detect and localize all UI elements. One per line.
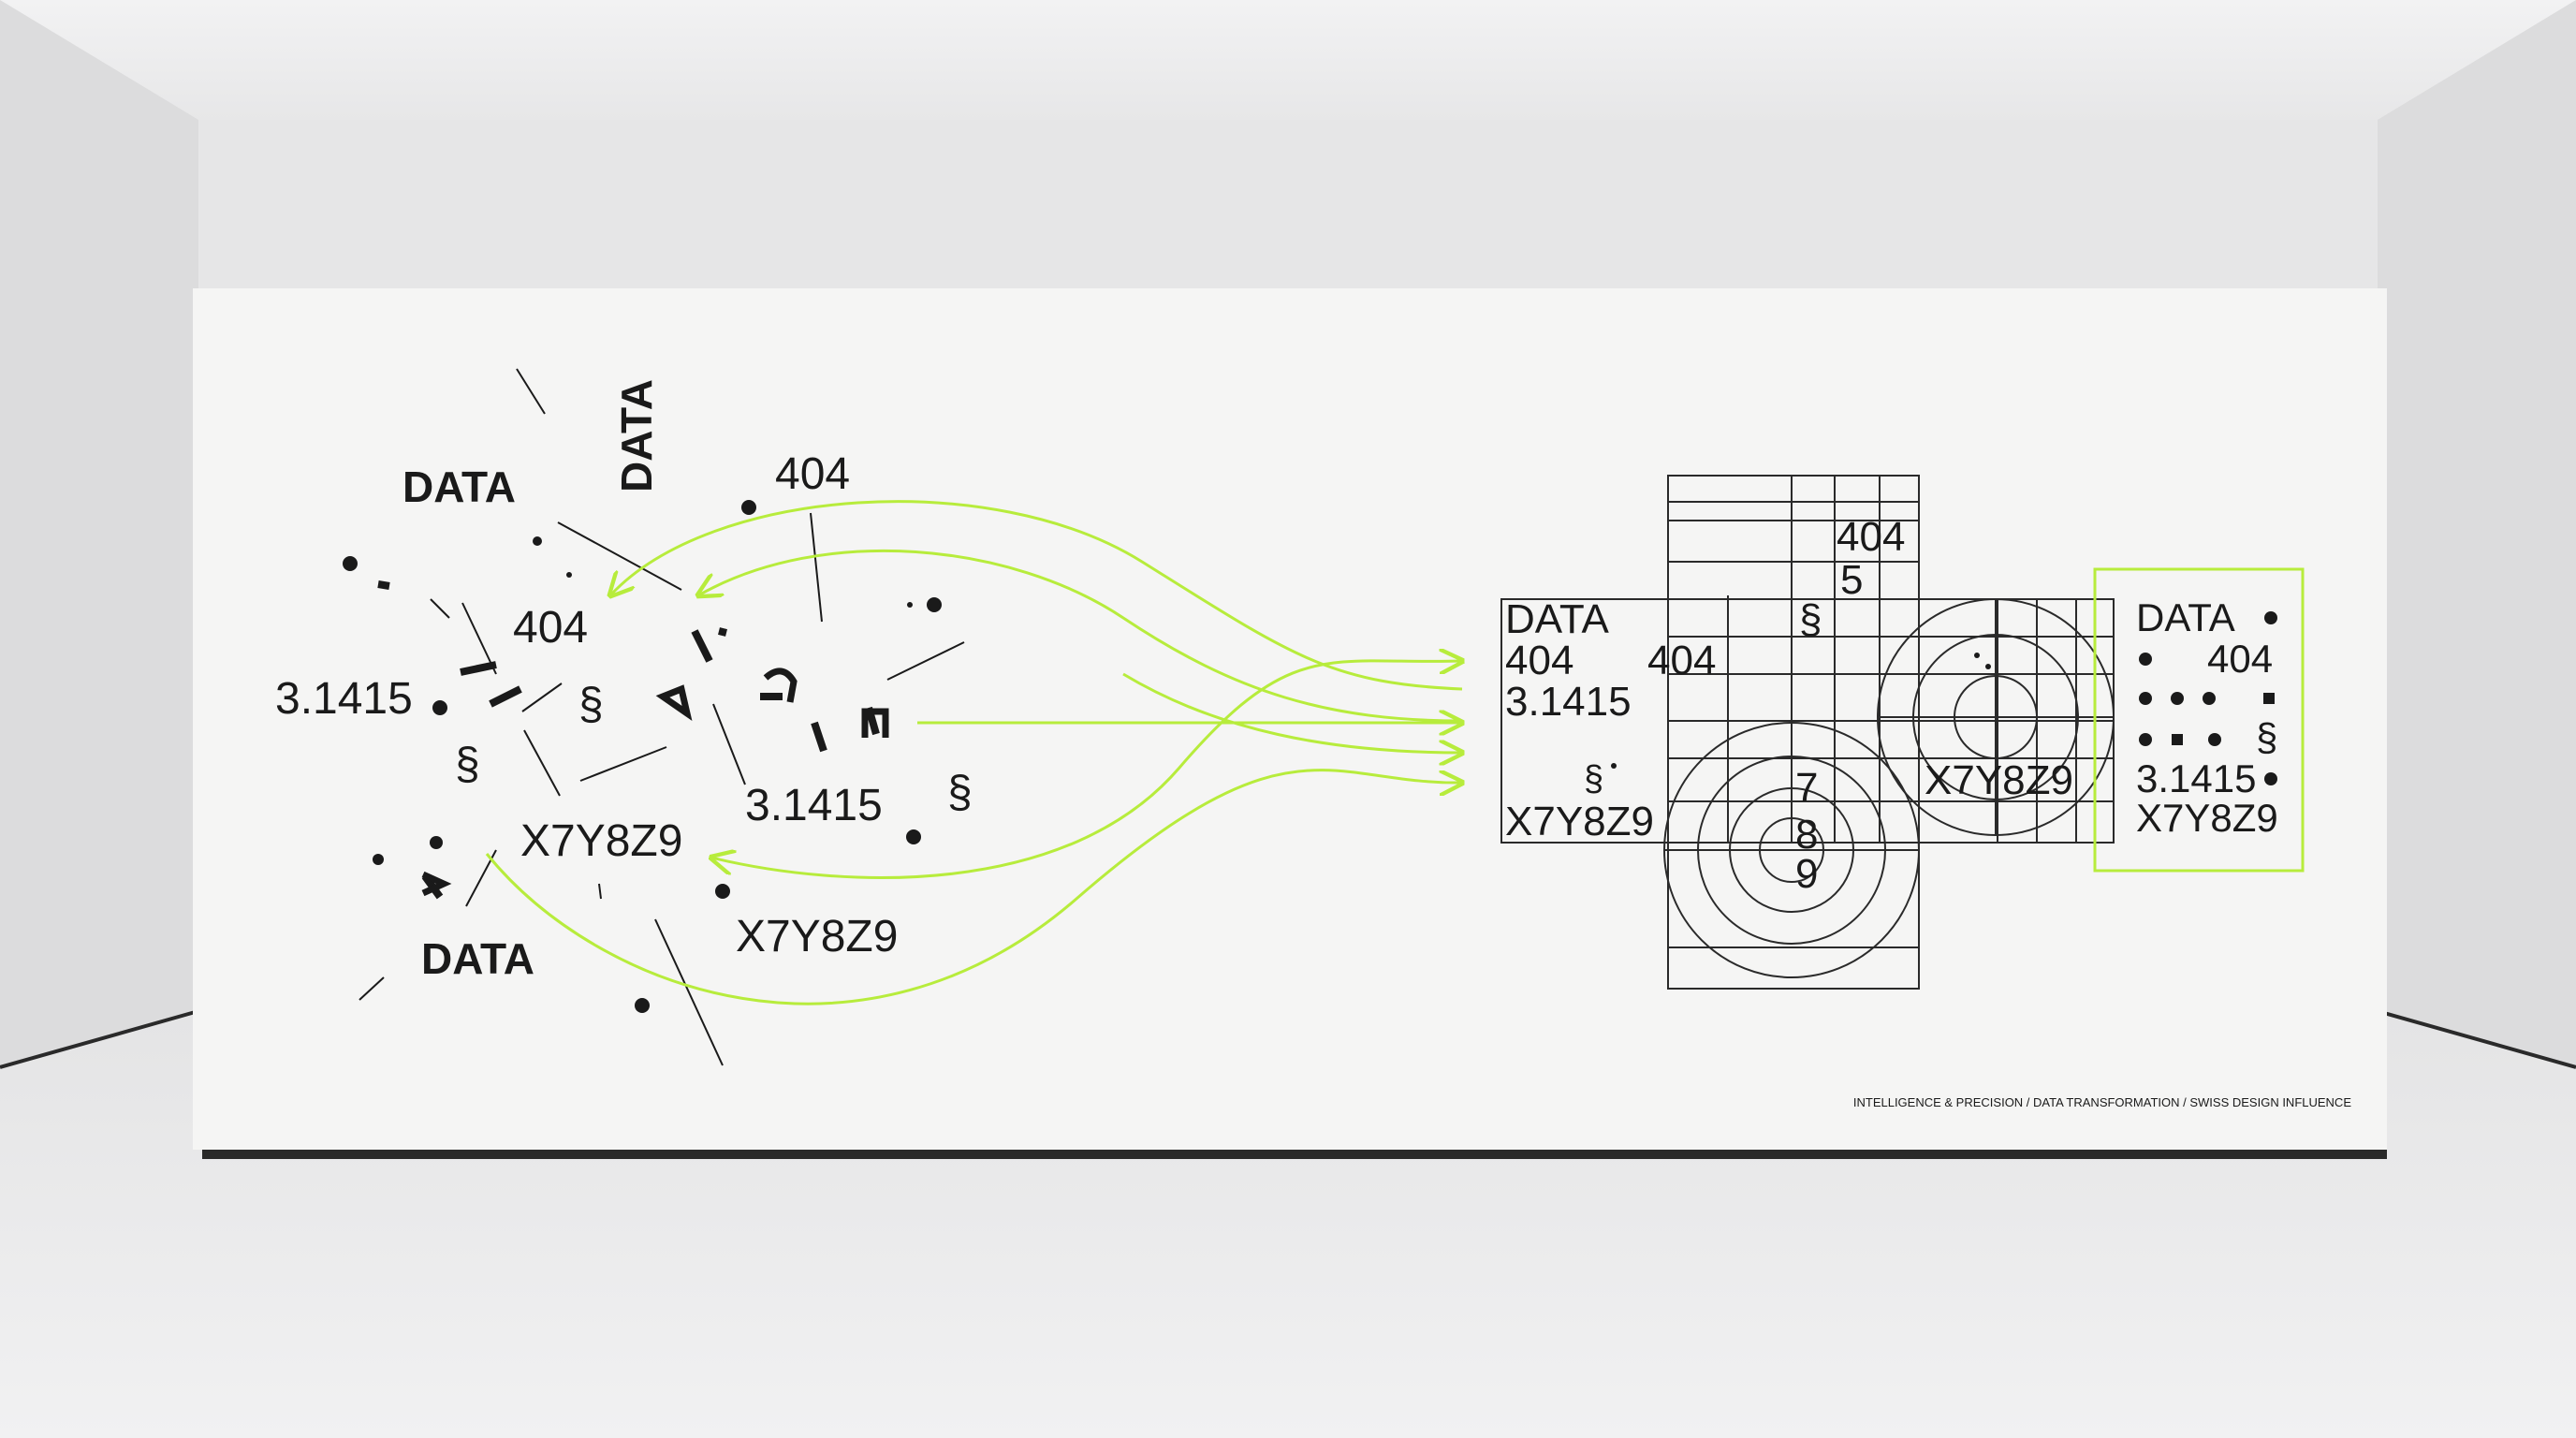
output-data-label: DATA [2136, 595, 2235, 639]
scatter-dot [907, 602, 913, 608]
output-code-label: X7Y8Z9 [2136, 796, 2278, 840]
output-dot [2203, 692, 2216, 705]
scatter-line [521, 682, 563, 712]
scatter-dot [432, 700, 447, 715]
flow-curve-to-grid [485, 769, 1462, 1005]
concentric-target-lower [1663, 722, 1920, 978]
scatter-glyph [655, 684, 693, 722]
grid-section-small: § [1584, 759, 1603, 799]
output-404-label: 404 [2207, 637, 2273, 681]
output-dot [2139, 692, 2152, 705]
grid-pi-label: 3.1415 [1505, 679, 1632, 725]
panel-base-shadow [202, 1150, 2387, 1159]
output-dot [2264, 772, 2277, 785]
output-square [2263, 693, 2275, 704]
grid-mark [1974, 653, 1980, 658]
output-panel: DATA 404 § 3.1415 X7Y8Z9 [2093, 567, 2305, 873]
output-dot [2139, 733, 2152, 746]
scatter-pi-label: 3.1415 [745, 781, 883, 830]
scatter-bar [377, 580, 390, 590]
grid-data-label: DATA [1505, 596, 1609, 642]
grid-small-marks [1611, 653, 1991, 769]
scatter-404-label: 404 [775, 449, 850, 499]
grid-404-b: 404 [1647, 638, 1716, 683]
scatter-dot [373, 854, 384, 865]
scatter-line [579, 746, 667, 782]
grid-mark [1985, 664, 1991, 669]
scatter-dot [927, 597, 942, 612]
scatter-bar [489, 685, 522, 708]
scatter-code-label: X7Y8Z9 [520, 816, 682, 866]
scatter-section-sign: § [455, 740, 480, 789]
scatter-404-label: 404 [513, 603, 588, 653]
scatter-bar [460, 661, 497, 676]
flow-curve-to-grid [711, 661, 1462, 879]
scatter-dot [566, 572, 572, 578]
scatter-line [430, 598, 450, 619]
scatter-line [810, 512, 823, 623]
panel-face [193, 288, 2387, 1150]
grid-code-right: X7Y8Z9 [1925, 757, 2073, 803]
scatter-section-sign: § [947, 768, 973, 817]
right-baseboard [2377, 1009, 2576, 1069]
grid-7: 7 [1795, 765, 1818, 811]
output-square [2172, 734, 2183, 745]
scatter-dot [715, 884, 730, 899]
scatter-data-label: DATA [421, 934, 534, 983]
left-wall [0, 0, 198, 1067]
grid-404-top: 404 [1837, 514, 1905, 560]
grid-section-sign: § [1799, 596, 1822, 642]
grid-code-label: X7Y8Z9 [1505, 799, 1654, 844]
scatter-dot [635, 998, 650, 1013]
scatter-section-sign: § [578, 680, 604, 729]
output-dot [2208, 733, 2221, 746]
ceiling [0, 0, 2576, 120]
output-panel-frame [2093, 567, 2305, 873]
grid-8: 8 [1795, 812, 1818, 858]
grid-mark [1611, 763, 1617, 769]
scatter-dot [906, 829, 921, 844]
scatter-line [598, 883, 602, 900]
scatter-dot [343, 556, 358, 571]
scatter-line [516, 368, 546, 415]
flow-curves [485, 500, 1462, 1005]
scatter-dot [741, 500, 756, 515]
scatter-line [523, 729, 561, 797]
output-section-sign: § [2256, 715, 2277, 759]
grid-404-a: 404 [1505, 638, 1573, 683]
scatter-line [557, 521, 682, 591]
scatter-data-label-vertical: DATA [612, 379, 661, 492]
scatter-dot [533, 536, 542, 546]
output-dot [2171, 692, 2184, 705]
output-panel-text: DATA 404 § 3.1415 X7Y8Z9 [2136, 595, 2278, 840]
scatter-dot [430, 836, 443, 849]
scatter-data-label: DATA [402, 462, 516, 511]
scatter-text-regular: 404 404 3.1415 3.1415 § § § X7Y8Z9 X7Y8Z… [275, 449, 973, 961]
scatter-glyph [421, 871, 452, 897]
output-dot [2264, 611, 2277, 624]
left-baseboard [0, 1009, 199, 1069]
caption-text: INTELLIGENCE & PRECISION / DATA TRANSFOR… [1853, 1095, 2351, 1109]
scatter-code-label: X7Y8Z9 [736, 912, 898, 961]
output-panel-dots [2139, 611, 2277, 785]
scatter-line [654, 918, 724, 1066]
grid-column [1667, 475, 1920, 990]
output-pi-label: 3.1415 [2136, 756, 2256, 800]
grid-9: 9 [1795, 851, 1818, 897]
grid-5: 5 [1840, 557, 1863, 603]
scatter-line [359, 976, 385, 1001]
right-wall [2378, 0, 2576, 1067]
grid-text: 404 5 § DATA 404 404 3.1415 § X7Y8Z9 7 8… [1505, 514, 2073, 897]
scatter-bar [718, 627, 727, 637]
scatter-pi-label: 3.1415 [275, 674, 413, 724]
flow-curve-to-grid [1122, 672, 1462, 753]
scatter-text: DATA DATA DATA [402, 379, 661, 983]
grid-left-block [1500, 598, 1729, 844]
output-dot [2139, 653, 2152, 666]
concentric-target-upper [1877, 598, 2115, 836]
